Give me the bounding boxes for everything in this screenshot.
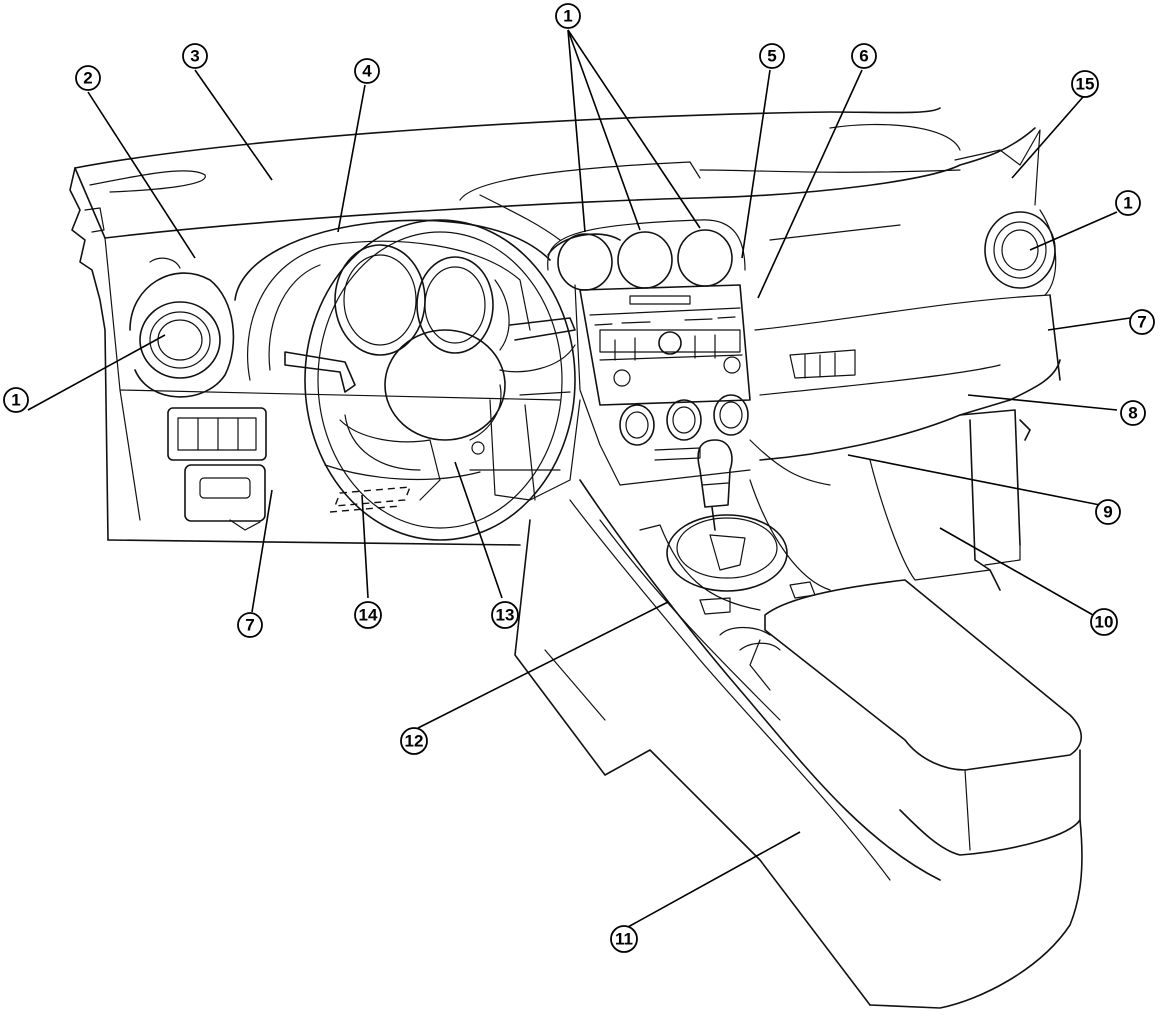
callout-7-left: 7 xyxy=(237,612,263,638)
callout-1-center-vents: 1 xyxy=(555,3,581,29)
passenger-dashboard xyxy=(749,224,1051,486)
center-console xyxy=(514,479,941,1006)
callout-label: 3 xyxy=(190,47,199,66)
steering-wheel xyxy=(304,219,576,541)
column-cover xyxy=(469,399,581,501)
climate-controls xyxy=(619,394,749,461)
hood-release-area xyxy=(329,486,412,513)
callout-3: 3 xyxy=(182,43,208,69)
callout-label: 10 xyxy=(1095,613,1114,632)
callout-1-right-vent: 1 xyxy=(1115,190,1141,216)
callout-label: 5 xyxy=(767,47,776,66)
callout-15: 15 xyxy=(1071,70,1099,98)
callout-label: 1 xyxy=(563,7,572,26)
callout-label: 7 xyxy=(1137,313,1146,332)
audio-unit xyxy=(574,284,751,486)
left-switch-panel xyxy=(167,407,267,531)
callout-5: 5 xyxy=(759,43,785,69)
callout-13: 13 xyxy=(491,601,519,629)
armrest xyxy=(749,579,1083,1009)
callout-9: 9 xyxy=(1095,499,1121,525)
callout-label: 7 xyxy=(245,616,254,635)
instrument-cluster xyxy=(234,219,551,381)
callout-label: 1 xyxy=(11,391,20,410)
callout-7-right: 7 xyxy=(1129,309,1155,335)
leader-lines xyxy=(27,29,1131,928)
center-vents xyxy=(547,219,746,291)
callout-1-left-vent: 1 xyxy=(3,387,29,413)
callout-12: 12 xyxy=(400,727,428,755)
left-side-panel xyxy=(69,167,561,546)
gear-shifter xyxy=(666,439,788,592)
callout-label: 4 xyxy=(362,62,372,81)
callout-label: 1 xyxy=(1123,194,1132,213)
right-air-vent xyxy=(984,209,1057,296)
callout-label: 15 xyxy=(1076,75,1095,94)
callout-label: 9 xyxy=(1103,503,1112,522)
callout-11: 11 xyxy=(610,925,638,953)
callout-label: 8 xyxy=(1128,404,1137,423)
right-side-trim xyxy=(869,294,1061,591)
callout-2: 2 xyxy=(75,65,101,91)
callout-label: 11 xyxy=(615,930,633,949)
left-air-vent xyxy=(129,257,235,398)
callout-14: 14 xyxy=(354,601,382,629)
column-stalks xyxy=(284,317,576,396)
callout-6: 6 xyxy=(851,43,877,69)
callout-label: 13 xyxy=(496,606,515,625)
callout-label: 6 xyxy=(859,47,868,66)
callout-label: 2 xyxy=(83,69,92,88)
callout-4: 4 xyxy=(354,58,380,84)
callout-label: 14 xyxy=(359,606,378,625)
dashboard-top xyxy=(74,107,1041,241)
callout-10: 10 xyxy=(1090,608,1118,636)
callout-8: 8 xyxy=(1120,400,1146,426)
callout-label: 12 xyxy=(405,732,424,751)
